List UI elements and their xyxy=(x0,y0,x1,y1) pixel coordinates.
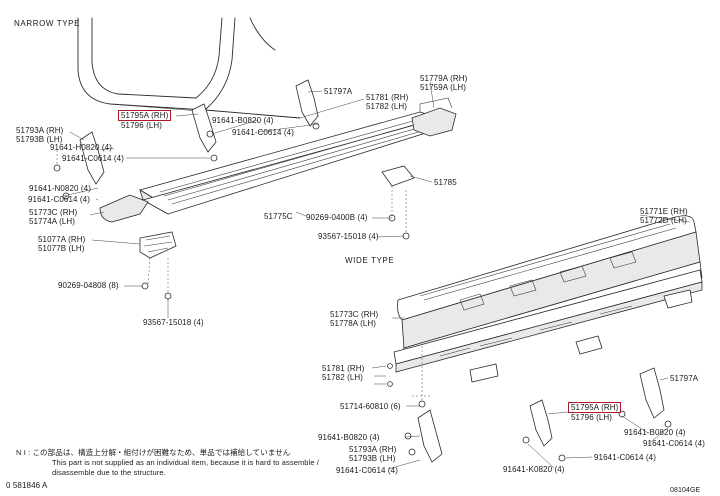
part-label-51797a-wide[interactable]: 51797A xyxy=(670,374,699,383)
part-label-93567-15018[interactable]: 93567-15018 (4) xyxy=(143,318,204,327)
part-label-51795a-wide[interactable]: 51795A (RH) 51796 (LH) xyxy=(568,402,622,422)
wide-brackets xyxy=(404,367,672,463)
part-label-90269-04008[interactable]: 90269-0400B (4) xyxy=(306,213,368,222)
part-label-51779a[interactable]: 51779A (RH) 51759A (LH) xyxy=(420,74,468,92)
part-label-91641-c0614-wide-3[interactable]: 91641-C0614 (4) xyxy=(594,453,656,462)
section-title-narrow: NARROW TYPE xyxy=(14,19,81,28)
part-label-91641-b0820-wide-2[interactable]: 91641-B0820 (4) xyxy=(624,428,686,437)
narrow-step-board xyxy=(99,97,457,223)
part-label-90269-04808[interactable]: 90269-04808 (8) xyxy=(58,281,119,290)
part-label-51775c[interactable]: 51775C xyxy=(264,212,293,221)
part-label-51793a[interactable]: 51793A (RH) 51793B (LH) xyxy=(16,126,64,144)
part-label-51077a[interactable]: 51077A (RH) 51077B (LH) xyxy=(38,235,86,253)
figure-code: 08104GE xyxy=(670,487,701,494)
part-label-51781-wide[interactable]: 51781 (RH) 51782 (LH) xyxy=(322,364,365,382)
part-label-91641-c0614-b[interactable]: 91641-C0614 (4) xyxy=(62,154,124,163)
body-outline xyxy=(77,17,301,119)
part-label-51771e[interactable]: 51771E (RH) 51772D (LH) xyxy=(640,207,688,225)
part-label-51797a[interactable]: 51797A xyxy=(324,87,353,96)
part-label-51781[interactable]: 51781 (RH) 51782 (LH) xyxy=(366,93,409,111)
narrow-brackets xyxy=(53,79,415,300)
part-label-91641-c0614-wide[interactable]: 91641-C0614 (4) xyxy=(336,466,398,475)
leader-lines xyxy=(63,81,691,470)
part-label-51773c-wide[interactable]: 51773C (RH) 51778A (LH) xyxy=(330,310,379,328)
section-title-wide: WIDE TYPE xyxy=(345,256,395,265)
part-label-91641-c0614[interactable]: 91641-C0614 (4) xyxy=(232,128,294,137)
part-label-51793a-wide[interactable]: 51793A (RH) 51793B (LH) xyxy=(349,445,397,463)
part-label-91641-k0820[interactable]: 91641-K0820 (4) xyxy=(503,465,565,474)
part-label-91641-n0820[interactable]: 91641-N0820 (4) xyxy=(29,184,91,193)
drawing-number: 0 581846 A xyxy=(6,481,48,490)
part-label-51714-60810[interactable]: 51714-60810 (6) xyxy=(340,402,401,411)
supply-note: N I : この部品は、構造上分解・組付けが困難なため、単品では補給していません… xyxy=(16,448,319,477)
part-label-91641-c0614-wide-2[interactable]: 91641-C0614 (4) xyxy=(643,439,705,448)
part-label-91641-h0820[interactable]: 91641-H0820 (4) xyxy=(50,143,112,152)
part-label-93567-15018-b[interactable]: 93567-15018 (4) xyxy=(318,232,379,241)
part-label-91641-b0820[interactable]: 91641-B0820 (4) xyxy=(212,116,274,125)
part-label-51795a[interactable]: 51795A (RH) 51796 (LH) xyxy=(118,110,172,130)
part-label-91641-b0820-wide[interactable]: 91641-B0820 (4) xyxy=(318,433,380,442)
part-label-51785[interactable]: 51785 xyxy=(434,178,457,187)
part-label-51773c[interactable]: 51773C (RH) 51774A (LH) xyxy=(29,208,78,226)
wide-step-board xyxy=(371,215,703,408)
part-label-91641-c0614-c[interactable]: 91641-C0614 (4) xyxy=(28,195,90,204)
